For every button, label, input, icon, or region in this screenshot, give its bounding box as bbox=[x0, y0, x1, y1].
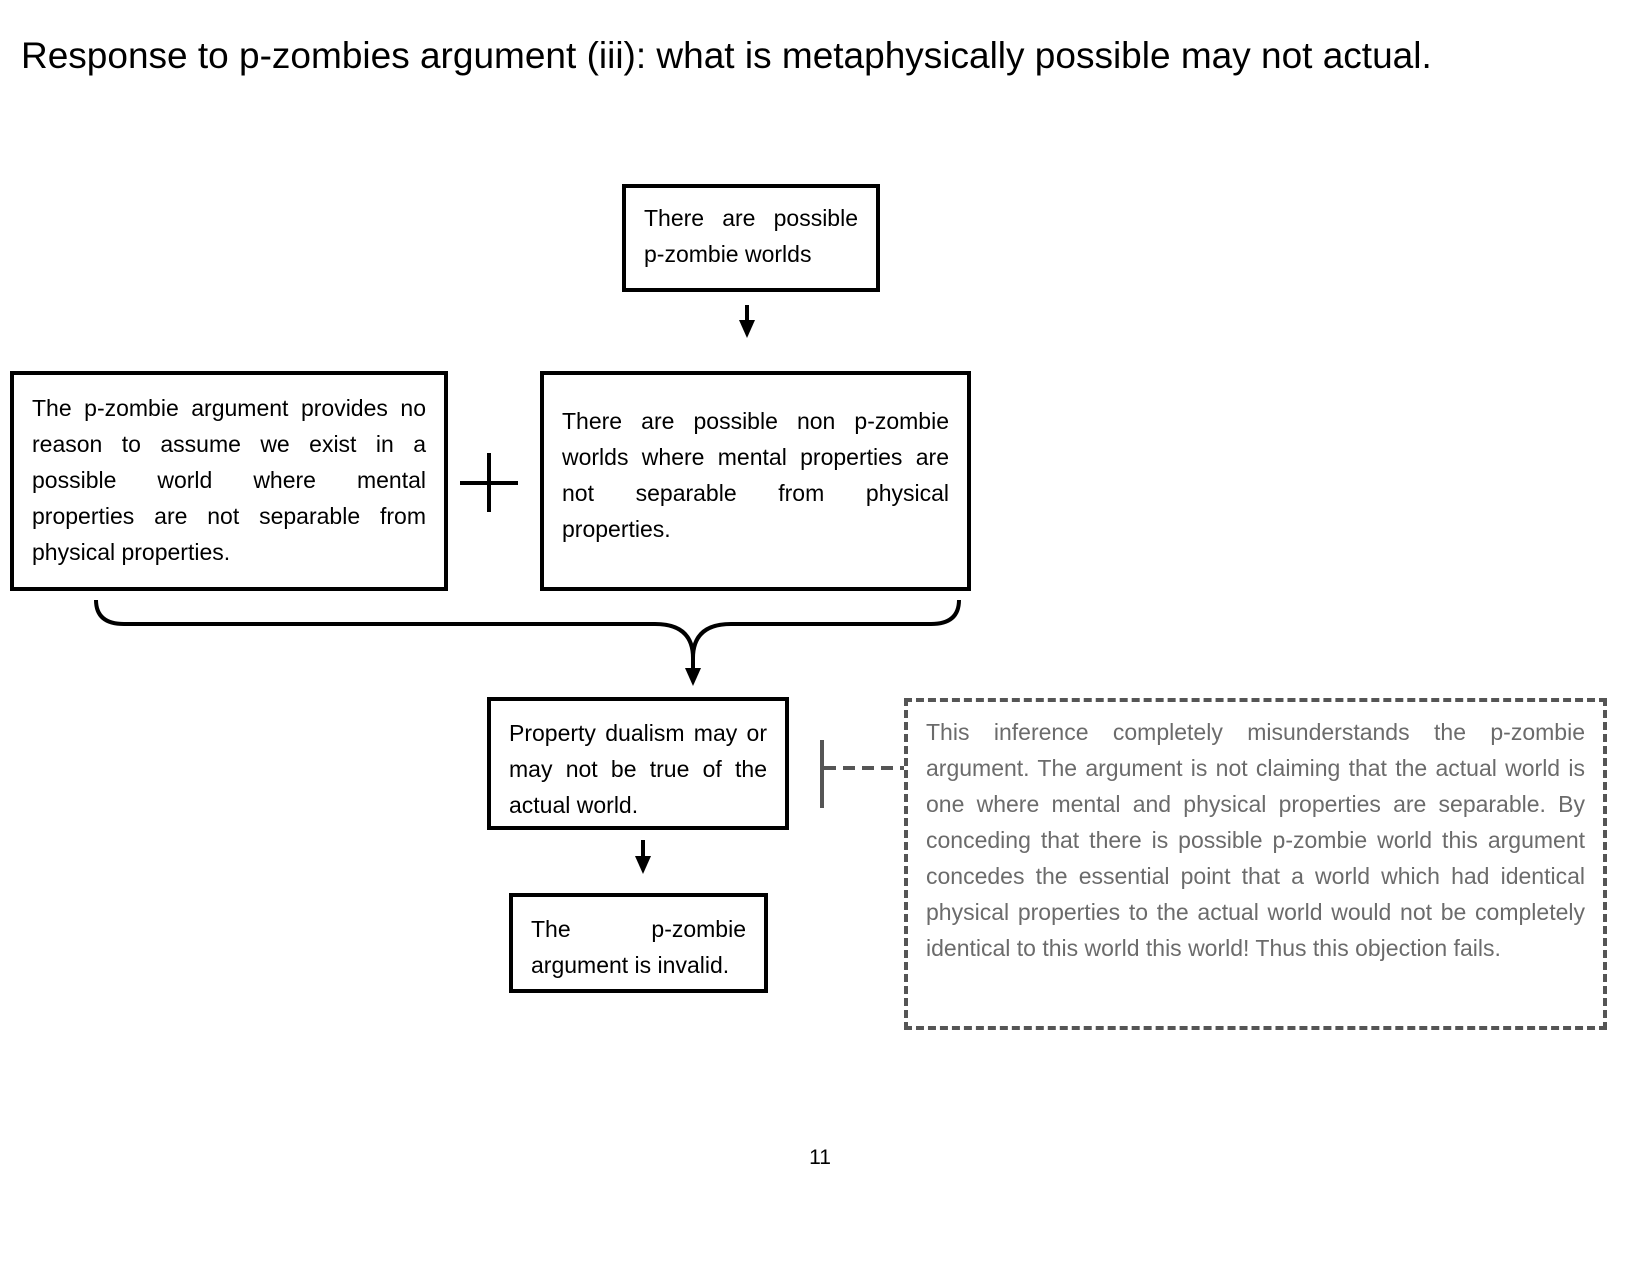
premise-box-non-p-zombie-worlds: There are possible non p-zombie worlds w… bbox=[540, 371, 971, 591]
premise-text: The p-zombie argument provides no reason… bbox=[32, 395, 426, 565]
page-number: 11 bbox=[809, 1146, 831, 1169]
arrow-middle-to-bottom bbox=[635, 840, 651, 874]
page-title: Response to p-zombies argument (iii): wh… bbox=[21, 35, 1432, 76]
final-conclusion-box: The p-zombie argument is invalid. bbox=[509, 893, 768, 993]
objection-connector bbox=[820, 740, 904, 808]
objection-text: This inference completely misunderstands… bbox=[926, 719, 1585, 961]
arrow-brace-to-middle bbox=[685, 656, 701, 686]
premise-box-no-reason: The p-zombie argument provides no reason… bbox=[10, 371, 448, 591]
brace-connector bbox=[94, 599, 961, 659]
premise-text: There are possible p-zombie worlds bbox=[644, 205, 858, 267]
conclusion-text: The p-zombie argument is invalid. bbox=[531, 916, 746, 978]
objection-box: This inference completely misunderstands… bbox=[904, 698, 1607, 1030]
plus-icon bbox=[460, 453, 518, 512]
intermediate-conclusion-box: Property dualism may or may not be true … bbox=[487, 697, 789, 830]
conclusion-text: Property dualism may or may not be true … bbox=[509, 720, 767, 818]
premise-text: There are possible non p-zombie worlds w… bbox=[562, 408, 949, 542]
premise-box-possible-p-zombie-worlds: There are possible p-zombie worlds bbox=[622, 184, 880, 292]
arrow-top-to-right bbox=[739, 305, 755, 338]
